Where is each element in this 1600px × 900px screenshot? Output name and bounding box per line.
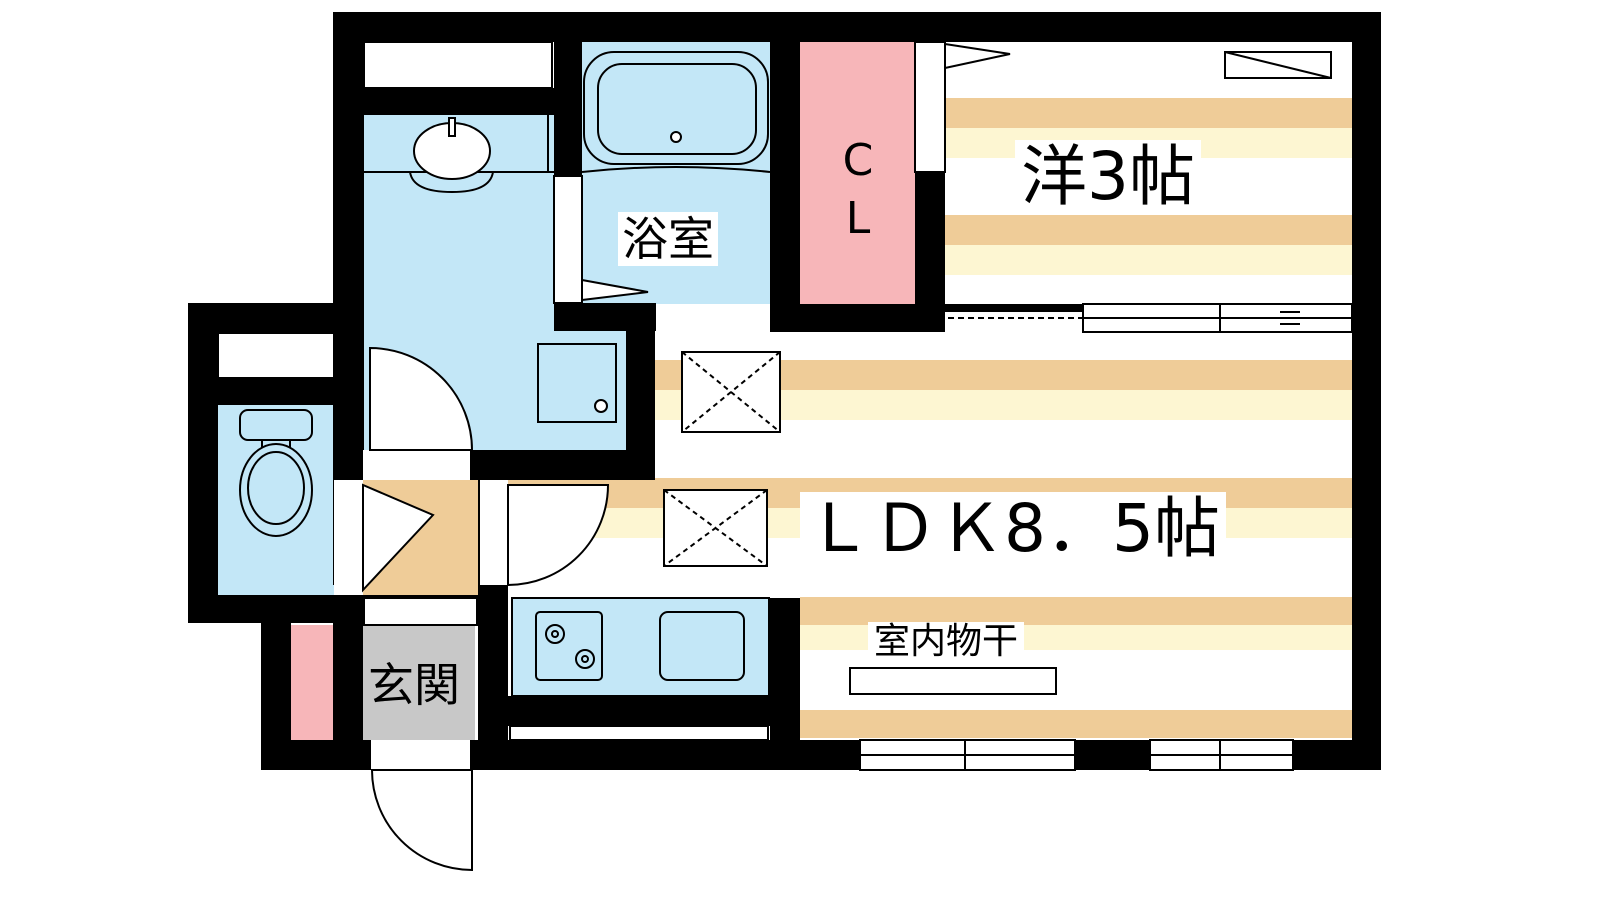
air-conditioner — [1224, 51, 1332, 79]
bathroom-label: 浴室 — [618, 212, 718, 266]
ceiling-hatch-1 — [681, 351, 781, 433]
kitchen-sink — [659, 611, 745, 681]
bathtub — [581, 51, 771, 173]
vanity-sink — [364, 115, 554, 194]
entrance-label: 玄関 — [366, 658, 462, 712]
ldk-label: ＬＤＫ8．5帖 — [800, 492, 1226, 566]
ceiling-hatch-2 — [663, 489, 768, 567]
closet-label-c: C — [833, 137, 883, 185]
washing-machine-space — [537, 343, 617, 423]
toilet-fixture — [239, 409, 313, 537]
western-room-label: 洋3帖 — [1015, 140, 1201, 214]
drying-bar — [849, 667, 1057, 695]
shoe-cabinet — [291, 625, 333, 740]
closet-label-l: L — [833, 195, 883, 243]
stove — [535, 611, 603, 681]
drying-label: 室内物干 — [868, 622, 1025, 662]
window-marks — [860, 304, 1352, 770]
doors — [362, 41, 1011, 872]
western-room-floor — [945, 42, 1352, 312]
